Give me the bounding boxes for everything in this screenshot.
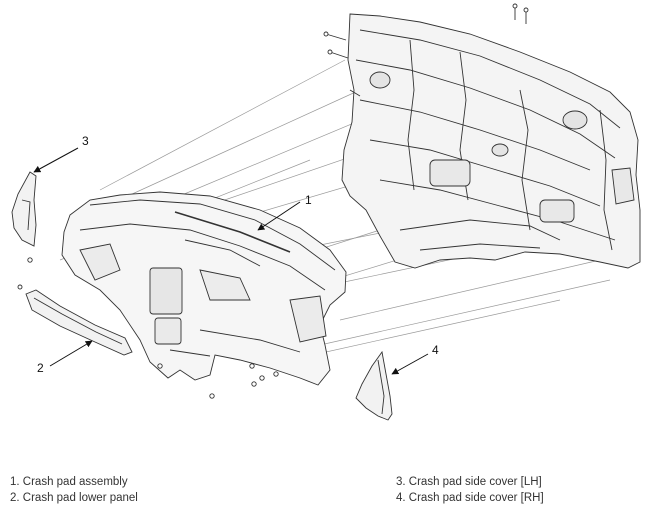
body-bolts <box>323 3 529 97</box>
crash-pad-side-cover-rh <box>355 350 393 421</box>
crash-pad-lower-panel <box>25 289 133 356</box>
crash-pad-side-cover-lh <box>11 171 37 247</box>
crash-pad-assembly <box>61 191 347 386</box>
exploded-view-diagram: 1 2 3 4 <box>11 3 641 421</box>
callout-3-label: 3 <box>82 134 89 148</box>
legend-left-column: 1. Crash pad assembly 2. Crash pad lower… <box>10 474 138 506</box>
callout-2-label: 2 <box>37 361 44 375</box>
callout-1-arrow <box>257 201 301 231</box>
callout-arrows <box>33 147 429 375</box>
callout-4-label: 4 <box>432 343 439 357</box>
callout-4-arrow <box>391 353 429 375</box>
fastener-screws <box>17 257 279 399</box>
callout-1-label: 1 <box>305 193 312 207</box>
legend-item-side-cover-rh: 4. Crash pad side cover [RH] <box>396 492 544 504</box>
vehicle-body-structure <box>341 13 641 269</box>
callout-2-arrow <box>49 340 93 367</box>
legend-item-crash-pad-lower-panel: 2. Crash pad lower panel <box>10 492 138 504</box>
legend-right-column: 3. Crash pad side cover [LH] 4. Crash pa… <box>396 474 544 506</box>
legend-item-side-cover-lh: 3. Crash pad side cover [LH] <box>396 476 542 488</box>
legend-item-crash-pad-assembly: 1. Crash pad assembly <box>10 476 128 488</box>
callout-3-arrow <box>33 147 79 173</box>
